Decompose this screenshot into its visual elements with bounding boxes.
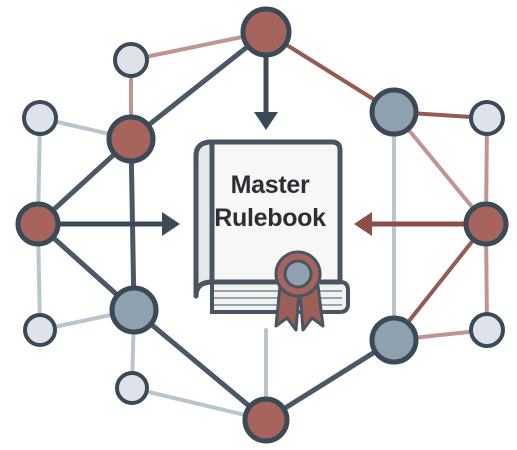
arrow-top-head: [254, 112, 278, 130]
rulebook-icon: Master Rulebook: [193, 139, 350, 332]
arrow-right-head: [354, 212, 372, 236]
node-upper-right-blue: [369, 87, 419, 137]
edge-bottom-red-to-lower-right-blue: [263, 337, 397, 423]
node-far-left-top: [22, 100, 58, 136]
edge-right-red-to-lower-right-blue: [392, 222, 488, 342]
network-nodes: [15, 6, 509, 444]
book-spine: [193, 139, 215, 299]
node-right-red: [463, 201, 509, 247]
node-lower-right-blue: [369, 315, 419, 365]
award-ribbon-icon: [274, 250, 325, 332]
edge-lower-left-blue-to-bottom-red: [131, 307, 269, 423]
edge-top-to-upper-left-red: [128, 29, 269, 142]
arrows-into-rulebook: [55, 49, 469, 236]
node-top: [240, 6, 292, 58]
node-far-right-top: [469, 100, 505, 136]
book-title-line1: Master: [231, 171, 310, 199]
node-far-left-bottom: [23, 313, 57, 347]
node-bottom-left-small: [115, 371, 149, 405]
book-title-line2: Rulebook: [214, 204, 326, 232]
node-bottom-red: [242, 396, 290, 444]
node-upper-left-red: [106, 114, 156, 164]
node-far-right-bottom: [469, 312, 505, 348]
node-lower-left-blue: [109, 285, 159, 335]
arrow-left-head: [162, 212, 180, 236]
seal-inner: [283, 259, 313, 289]
node-left-red: [15, 201, 61, 247]
node-top-left-small: [113, 42, 149, 78]
